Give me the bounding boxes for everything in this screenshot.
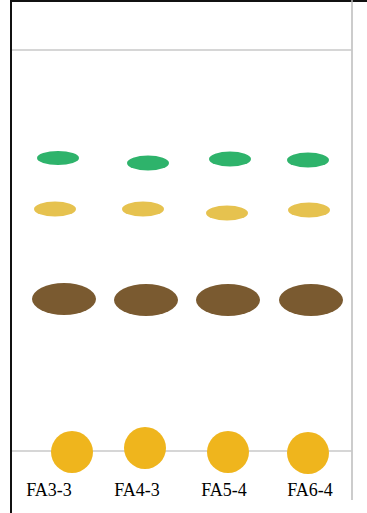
yellow-spot — [288, 203, 330, 218]
lane-label: FA4-3 — [114, 481, 160, 501]
lane-label: FA5-4 — [201, 481, 247, 501]
yellow-spot — [122, 202, 164, 217]
lane-label: FA3-3 — [26, 481, 72, 501]
origin-spot — [124, 427, 166, 469]
brown-spot — [279, 284, 343, 316]
brown-spot — [32, 283, 96, 315]
green-spot — [127, 156, 169, 171]
green-spot — [209, 152, 251, 167]
origin-spot — [287, 432, 329, 474]
plate-frame — [11, 0, 367, 2]
brown-spot — [114, 284, 178, 316]
green-spot — [37, 151, 79, 165]
yellow-spot — [34, 202, 76, 217]
lane-label: FA6-4 — [287, 481, 333, 501]
yellow-spot — [206, 206, 248, 221]
origin-spot — [51, 431, 93, 473]
brown-spot — [196, 284, 260, 316]
solvent-front — [12, 49, 352, 51]
plate-frame — [10, 0, 12, 513]
origin-spot — [207, 431, 249, 473]
green-spot — [287, 153, 329, 168]
plate-edge — [351, 0, 353, 500]
